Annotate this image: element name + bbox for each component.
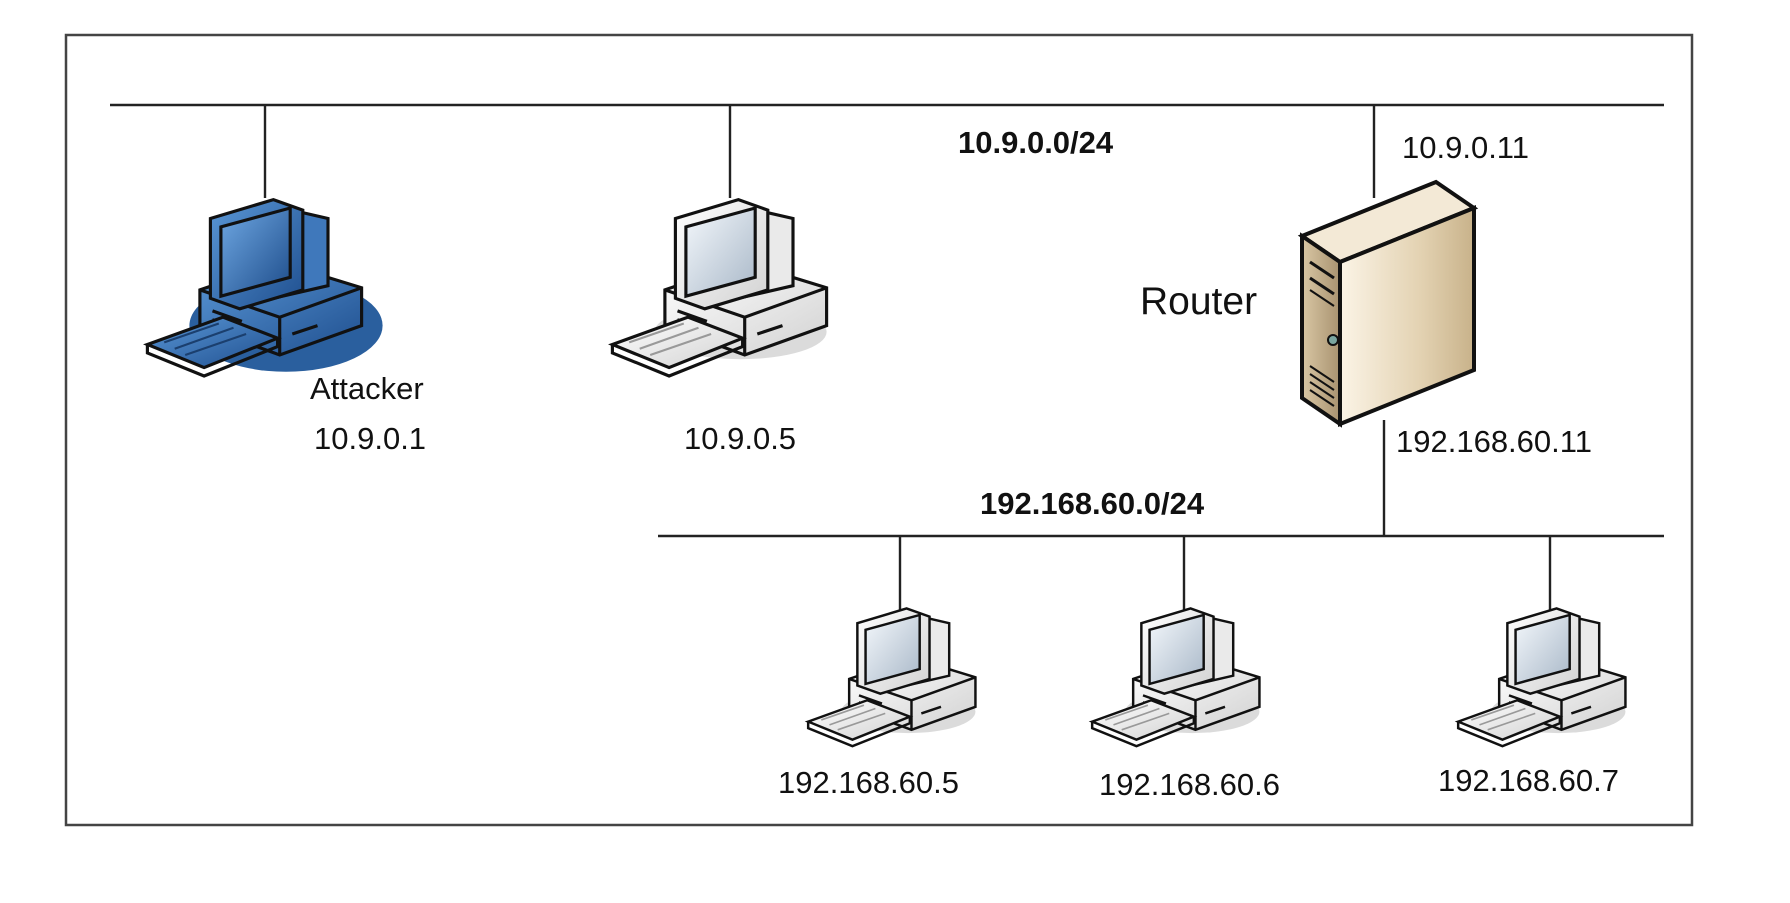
router-label: Router	[1140, 280, 1257, 323]
server-tower-icon	[1297, 179, 1479, 428]
router-bottom-ip: 192.168.60.11	[1396, 424, 1592, 459]
host-60-5-computer-icon	[806, 607, 977, 748]
network-label-top: 10.9.0.0/24	[958, 125, 1114, 160]
network-label-bottom: 192.168.60.0/24	[980, 486, 1205, 521]
host-10-9-0-5-computer-icon	[610, 198, 829, 378]
host-60-5-ip: 192.168.60.5	[778, 765, 959, 800]
host-60-6-ip: 192.168.60.6	[1099, 767, 1280, 802]
host-60-7-computer-icon	[1456, 607, 1627, 748]
host-60-6-computer-icon	[1090, 607, 1261, 748]
attacker-computer-icon	[145, 198, 385, 378]
diagram-frame	[64, 33, 1694, 827]
host-10-9-0-5-ip: 10.9.0.5	[684, 421, 796, 456]
router-top-ip: 10.9.0.11	[1402, 130, 1529, 165]
attacker-ip: 10.9.0.1	[314, 421, 426, 456]
host-60-7-ip: 192.168.60.7	[1438, 763, 1619, 798]
attacker-label: Attacker	[310, 371, 424, 406]
